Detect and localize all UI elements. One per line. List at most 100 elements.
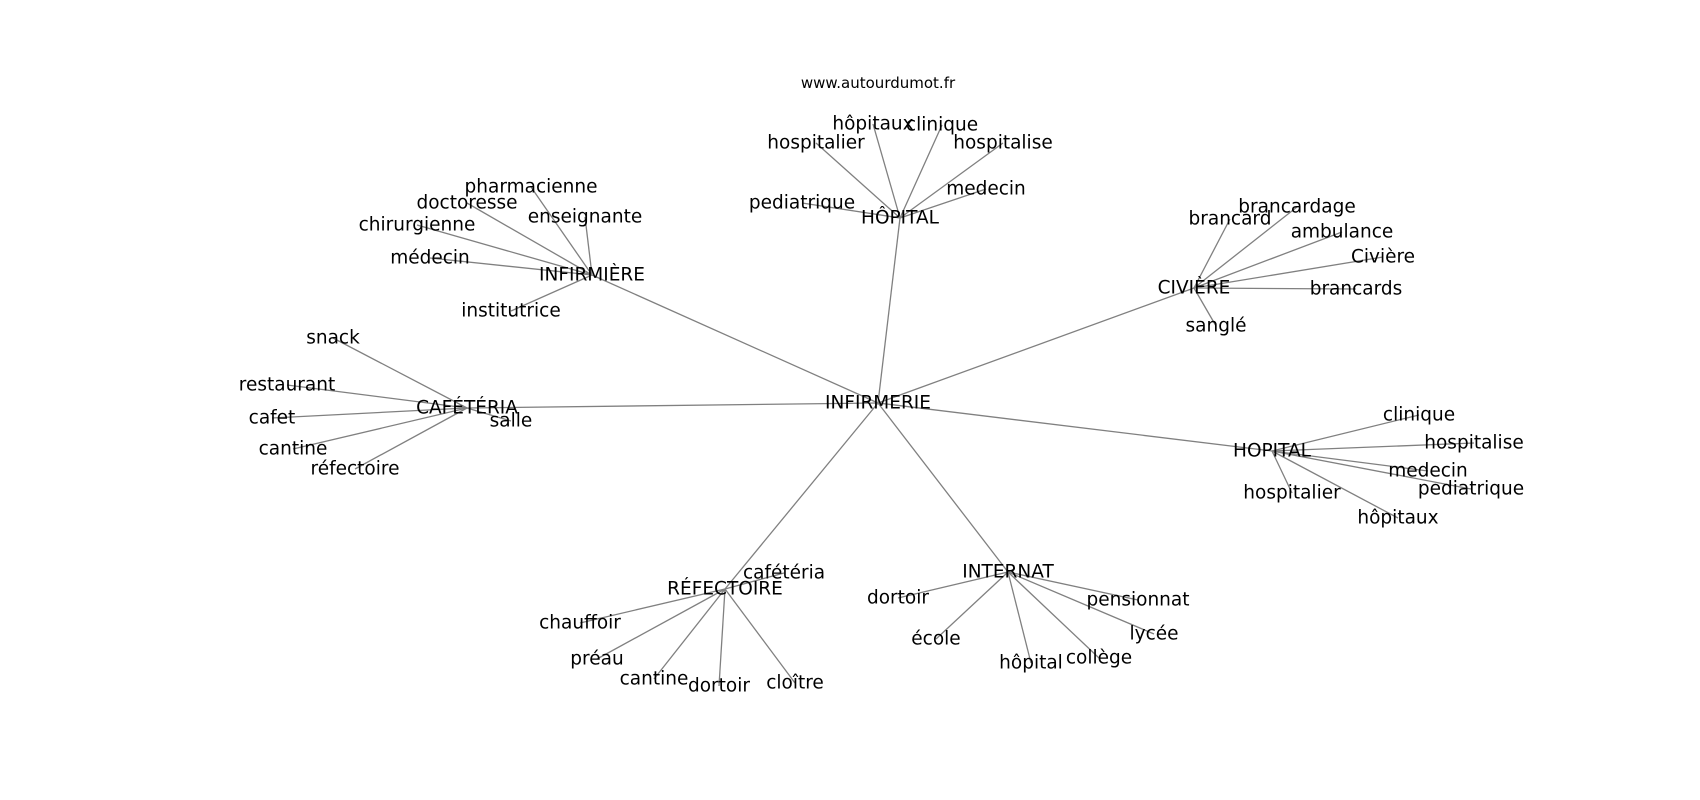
cluster-node[interactable]: HÔPITAL	[861, 207, 940, 229]
cluster-node[interactable]: HOPITAL	[1233, 441, 1312, 462]
edge-cluster-6-child-4	[1007, 571, 1032, 664]
edge-cluster-4-child-0	[1271, 414, 1420, 452]
leaf-node[interactable]: clinique	[906, 115, 978, 136]
edge-cluster-0-child-2	[899, 124, 943, 219]
edge-cluster-0-child-1	[872, 123, 901, 219]
leaf-node[interactable]: cafétéria	[743, 563, 825, 584]
edge-cluster-1-child-5	[510, 274, 593, 312]
edge-cluster-3-child-1	[286, 384, 468, 409]
edge-cluster-6-child-2	[935, 571, 1009, 640]
cluster-node[interactable]: CAFÉTÉRIA	[416, 397, 518, 419]
edge-cluster-4-child-5	[1271, 450, 1399, 519]
edge-cluster-1-child-2	[584, 216, 593, 276]
edge-center-to-cluster-4	[877, 402, 1273, 452]
leaf-node[interactable]: restaurant	[239, 375, 335, 396]
edge-cluster-2-child-2	[1193, 231, 1343, 289]
leaf-node[interactable]: cloître	[766, 673, 824, 694]
leaf-node[interactable]: sanglé	[1186, 316, 1247, 337]
edge-cluster-3-child-5	[354, 407, 468, 470]
edge-center-to-cluster-3	[466, 402, 879, 409]
edge-cluster-2-child-1	[1193, 218, 1231, 289]
leaf-node[interactable]: école	[911, 629, 960, 650]
edge-center-to-cluster-1	[591, 274, 879, 404]
leaf-node[interactable]: Civière	[1351, 247, 1415, 268]
cluster-node[interactable]: INFIRMIÈRE	[539, 264, 645, 286]
leaf-node[interactable]: hospitalier	[1243, 483, 1341, 504]
center-node[interactable]: INFIRMERIE	[825, 393, 931, 414]
leaf-node[interactable]: institutrice	[461, 301, 560, 322]
edge-cluster-5-child-0	[724, 572, 785, 590]
leaf-node[interactable]: medecin	[946, 179, 1026, 200]
leaf-node[interactable]: snack	[306, 328, 360, 349]
leaf-node[interactable]: pediatrique	[749, 193, 855, 214]
leaf-node[interactable]: préau	[570, 649, 623, 670]
leaf-node[interactable]: pediatrique	[1418, 479, 1524, 500]
edge-cluster-2-child-3	[1193, 256, 1384, 289]
leaf-node[interactable]: chirurgienne	[359, 215, 476, 236]
leaf-node[interactable]: medecin	[1388, 461, 1468, 482]
edge-center-to-cluster-6	[877, 402, 1009, 573]
cluster-node[interactable]: RÉFECTOIRE	[667, 578, 783, 600]
edge-center-to-cluster-0	[877, 217, 901, 404]
leaf-node[interactable]: pensionnat	[1087, 590, 1190, 611]
edge-cluster-0-child-5	[899, 188, 987, 219]
edge-cluster-3-child-2	[271, 407, 468, 419]
edge-cluster-1-child-4	[429, 257, 593, 276]
edge-cluster-6-child-0	[897, 571, 1009, 599]
edge-cluster-5-child-3	[653, 588, 726, 680]
edge-cluster-0-child-4	[801, 202, 901, 219]
graph-edges	[271, 123, 1475, 687]
edge-cluster-0-child-0	[815, 142, 901, 219]
edge-cluster-1-child-1	[466, 202, 593, 276]
leaf-node[interactable]: cantine	[259, 439, 328, 460]
edge-cluster-1-child-3	[416, 224, 593, 276]
source-watermark: www.autourdumot.fr	[801, 74, 956, 92]
edge-cluster-4-child-2	[1271, 450, 1429, 472]
edge-cluster-4-child-3	[1271, 450, 1472, 490]
edge-center-to-cluster-5	[724, 402, 879, 590]
leaf-node[interactable]: doctoresse	[416, 193, 517, 214]
leaf-node[interactable]: enseignante	[528, 207, 642, 228]
leaf-node[interactable]: hôpitaux	[1357, 508, 1438, 529]
leaf-node[interactable]: hôpital	[999, 653, 1063, 674]
edge-cluster-2-child-0	[1193, 206, 1298, 289]
leaf-node[interactable]: brancard	[1189, 209, 1272, 230]
edge-cluster-4-child-4	[1271, 450, 1293, 494]
edge-cluster-2-child-4	[1193, 287, 1357, 290]
edge-center-to-cluster-2	[877, 287, 1195, 404]
leaf-node[interactable]: réfectoire	[311, 459, 400, 480]
edge-cluster-3-child-4	[292, 407, 468, 450]
leaf-node[interactable]: brancards	[1310, 279, 1403, 300]
leaf-node[interactable]: hospitalise	[953, 133, 1052, 154]
edge-cluster-5-child-5	[724, 588, 796, 684]
leaf-node[interactable]: lycée	[1129, 624, 1178, 645]
edge-cluster-5-child-1	[579, 588, 726, 624]
leaf-node[interactable]: ambulance	[1291, 222, 1394, 243]
leaf-node[interactable]: chauffoir	[539, 613, 621, 634]
edge-cluster-3-child-3	[466, 407, 512, 422]
edge-cluster-5-child-4	[718, 588, 726, 687]
leaf-node[interactable]: collège	[1066, 648, 1132, 669]
edge-cluster-6-child-5	[1007, 571, 1100, 659]
leaf-node[interactable]: salle	[490, 411, 533, 432]
edge-cluster-3-child-0	[332, 337, 468, 409]
cluster-node[interactable]: INTERNAT	[962, 562, 1054, 583]
leaf-node[interactable]: cantine	[620, 669, 689, 690]
graph-labels: INFIRMERIE HÔPITALhospitalierhôpitauxcli…	[239, 114, 1524, 697]
leaf-node[interactable]: hôpitaux	[832, 114, 913, 135]
leaf-node[interactable]: cafet	[249, 408, 296, 429]
cluster-node[interactable]: CIVIÈRE	[1158, 277, 1231, 299]
edge-cluster-5-child-2	[596, 588, 726, 660]
leaf-node[interactable]: clinique	[1383, 405, 1455, 426]
leaf-node[interactable]: pharmacienne	[465, 177, 598, 198]
leaf-node[interactable]: hospitalise	[1424, 433, 1523, 454]
leaf-node[interactable]: dortoir	[688, 676, 750, 697]
leaf-node[interactable]: dortoir	[867, 588, 929, 609]
edge-cluster-2-child-5	[1193, 287, 1217, 327]
leaf-node[interactable]: brancardage	[1238, 197, 1355, 218]
leaf-node[interactable]: hospitalier	[767, 133, 865, 154]
edge-cluster-6-child-1	[1007, 571, 1139, 601]
edge-cluster-6-child-3	[1007, 571, 1155, 635]
leaf-node[interactable]: médecin	[390, 248, 470, 269]
